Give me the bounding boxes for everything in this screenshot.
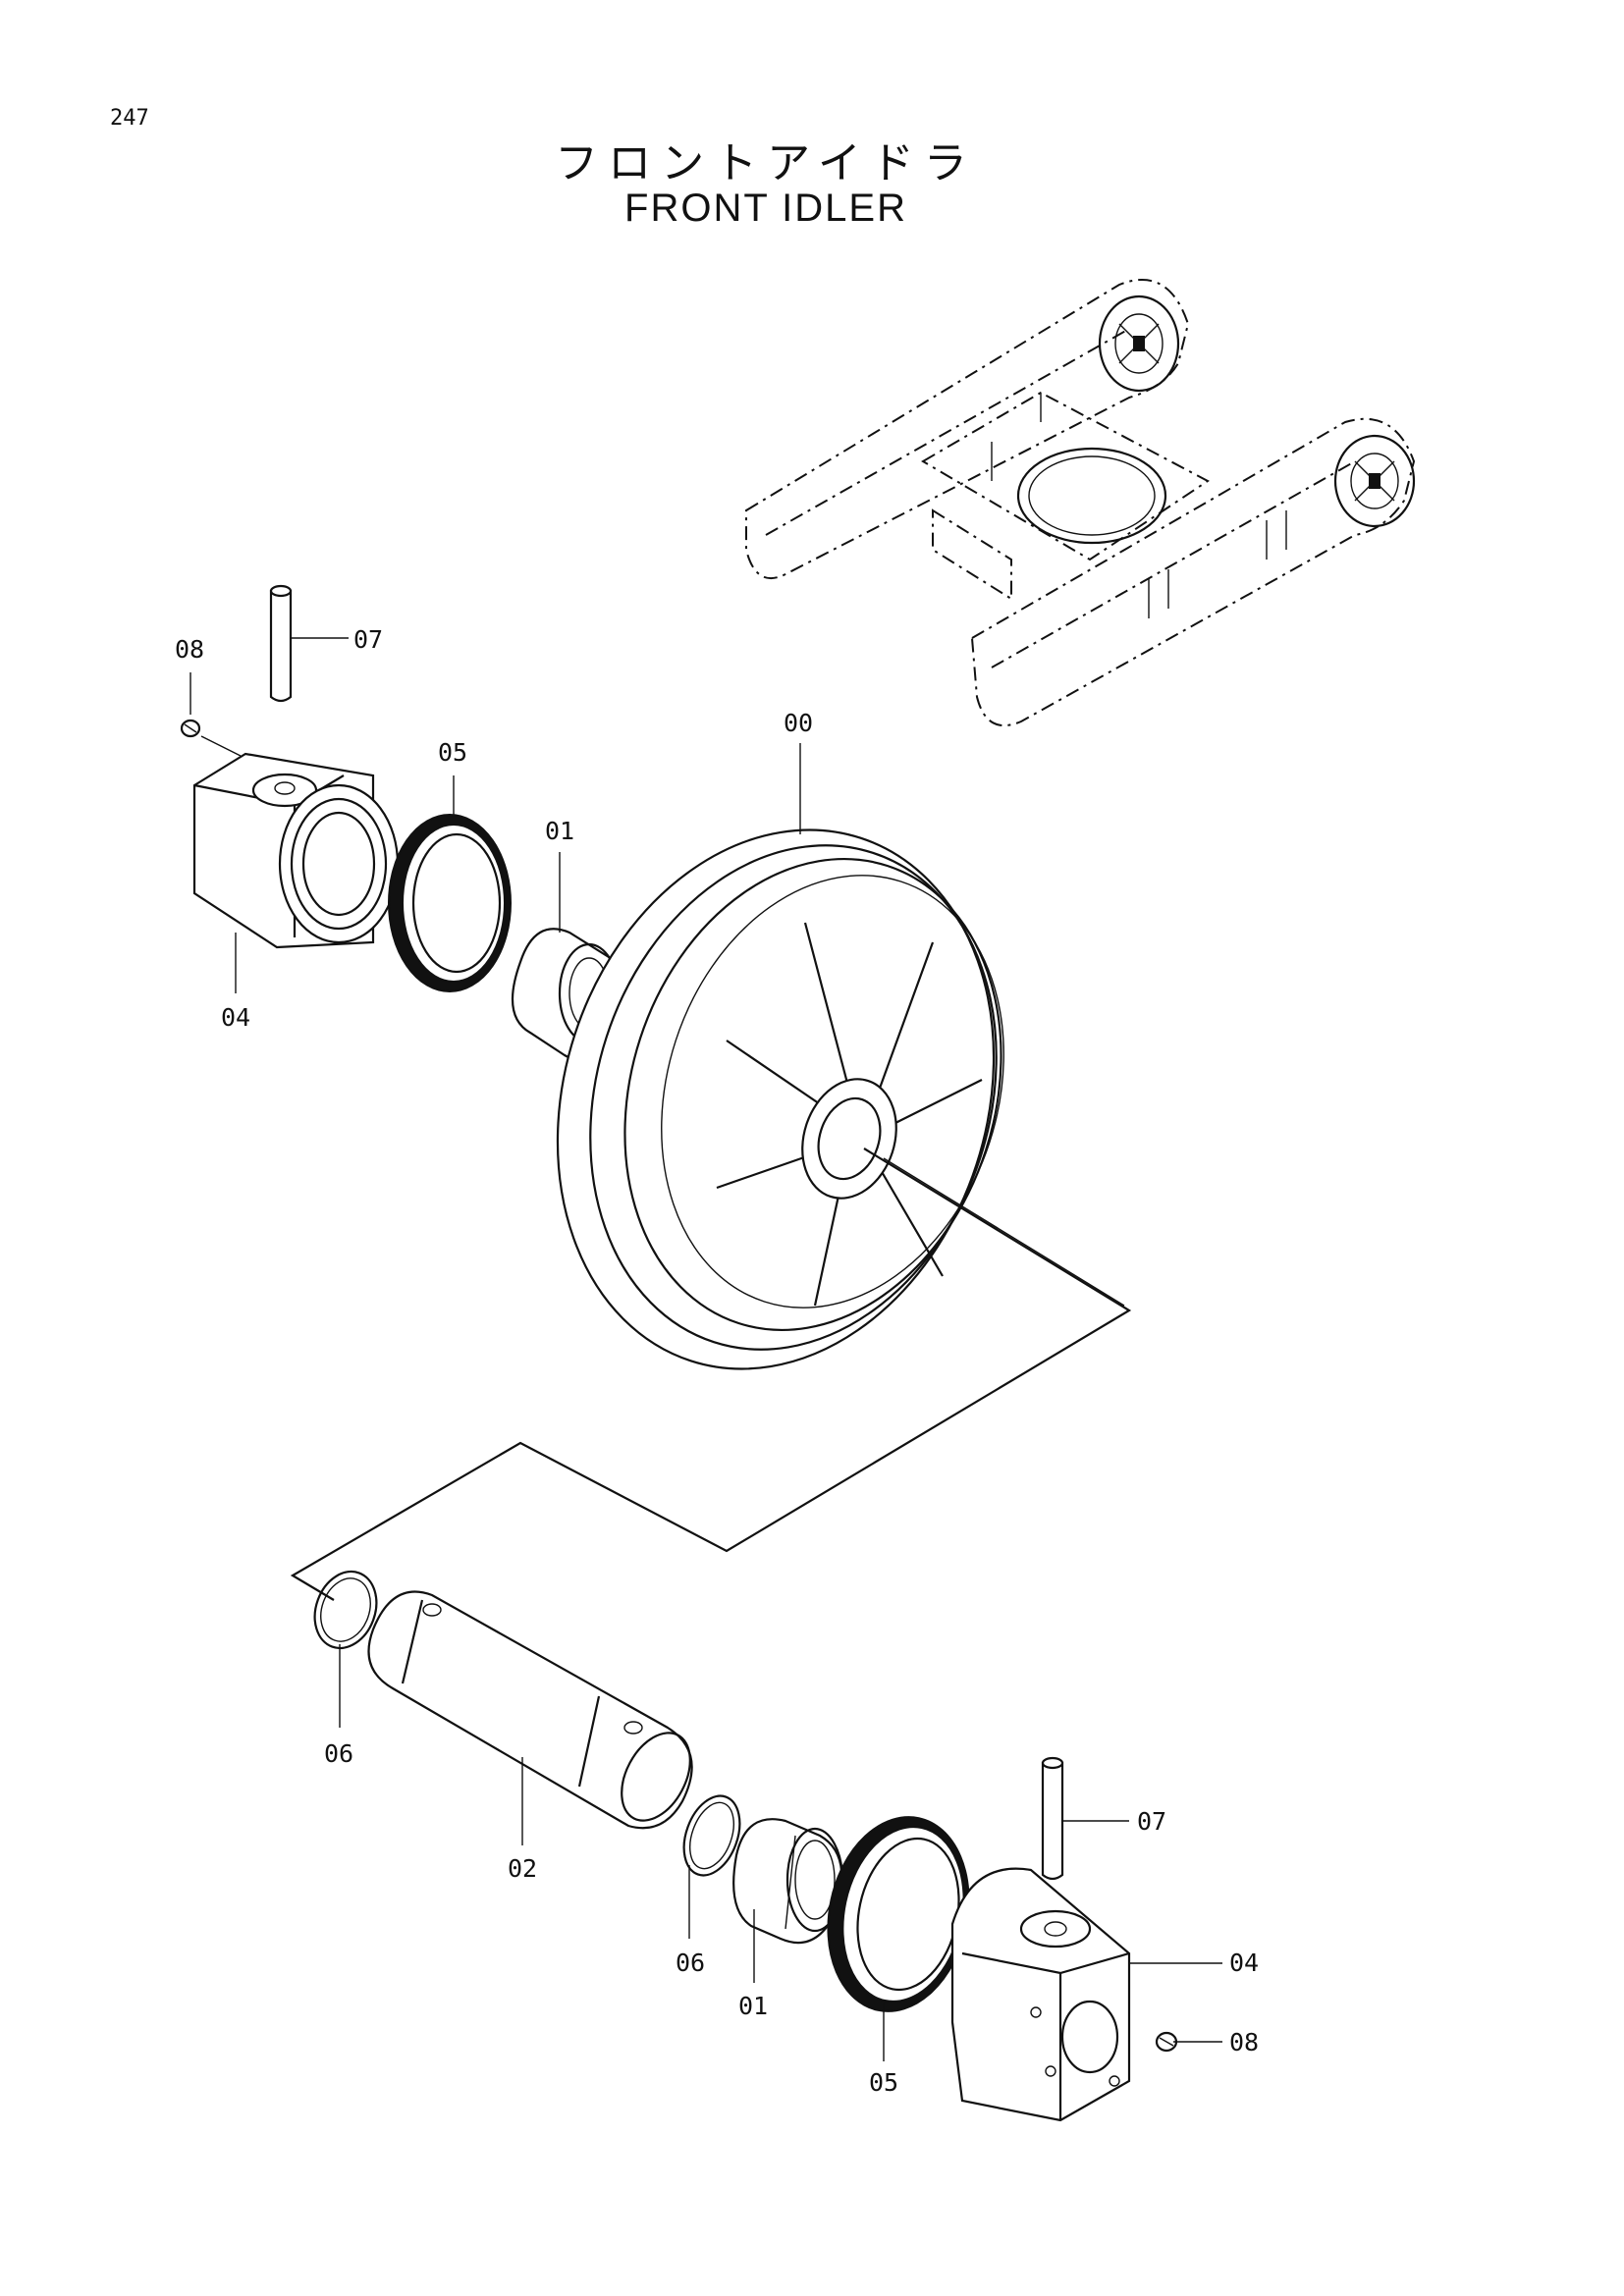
- oring-06-left: [313, 1570, 378, 1650]
- callout-bushing-lower: 01: [738, 1992, 768, 2020]
- callout-plug-upper: 08: [175, 635, 204, 664]
- pin-07-lower: [1041, 1756, 1064, 1881]
- pin-07-upper: [269, 584, 293, 703]
- callout-oring-right: 06: [676, 1949, 705, 1977]
- callout-labels: 07 08 05 01 00 04 06 02 07 04 08 06 01 0…: [175, 625, 1259, 2097]
- callout-bracket-lower: 04: [1229, 1949, 1259, 1977]
- sprocket-illustration-upper: [1098, 294, 1180, 393]
- page-title-japanese: フロントアイドラ: [555, 138, 977, 188]
- callout-bracket-upper: 04: [221, 1003, 250, 1032]
- callout-shaft: 02: [508, 1854, 537, 1883]
- bracket-04-upper: [192, 752, 400, 949]
- callout-bushing-upper: 01: [545, 817, 574, 845]
- oring-06-right: [682, 1794, 741, 1877]
- idler-wheel-00: [556, 828, 1004, 1370]
- callout-pin-lower: 07: [1137, 1807, 1166, 1836]
- sprocket-illustration-lower: [1333, 434, 1416, 528]
- shaft-02: [367, 1590, 693, 1830]
- callout-seal-upper: 05: [438, 738, 467, 767]
- page-title-english: FRONT IDLER: [624, 187, 907, 230]
- callout-pin-upper: 07: [353, 625, 383, 654]
- undercarriage-overview-illustration: [745, 279, 1416, 726]
- page-number: 247: [110, 106, 149, 131]
- seal-05-upper: [388, 814, 512, 992]
- callout-seal-lower: 05: [869, 2068, 898, 2097]
- assembly-guide-lines: [290, 1148, 1132, 1601]
- callout-oring-left: 06: [324, 1739, 353, 1768]
- bracket-04-lower: [950, 1867, 1131, 2122]
- plug-08-upper: [180, 719, 201, 738]
- bushing-01-lower: [732, 1818, 844, 1945]
- callout-leader-lines: [189, 637, 1222, 2061]
- callout-idler: 00: [784, 709, 813, 737]
- callout-plug-lower: 08: [1229, 2028, 1259, 2056]
